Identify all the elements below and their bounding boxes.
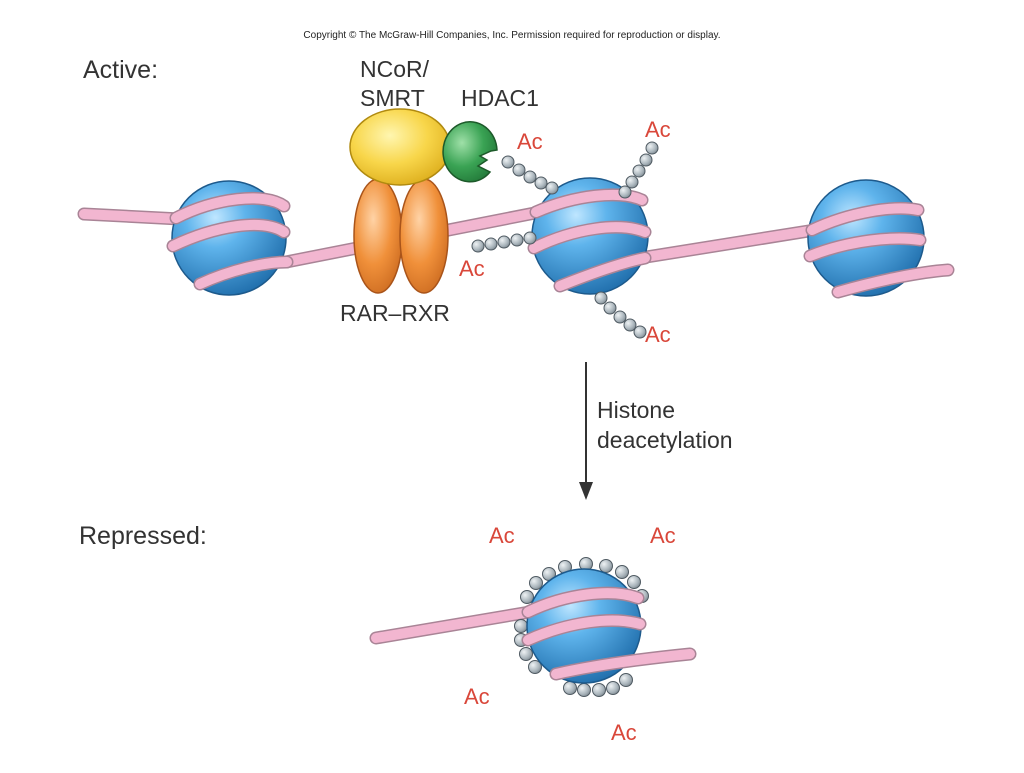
ncor-label-line1: NCoR/ xyxy=(360,56,430,82)
hdac1-enzyme xyxy=(442,121,498,183)
repressed-dna-back xyxy=(369,605,537,645)
ac-label-active-4: Ac xyxy=(645,322,671,347)
process-label-line1: Histone xyxy=(597,397,675,423)
ac-label-repressed-4: Ac xyxy=(611,720,637,745)
copyright-notice: Copyright © The McGraw-Hill Companies, I… xyxy=(303,30,721,41)
acetyl-tail-upper-left xyxy=(501,155,559,195)
ac-label-active-1: Ac xyxy=(517,129,543,154)
ac-label-repressed-3: Ac xyxy=(464,684,490,709)
hdac1-label: HDAC1 xyxy=(461,85,539,111)
ac-label-repressed-2: Ac xyxy=(650,523,676,548)
repressed-state-label: Repressed: xyxy=(79,522,207,550)
nucleosome-right xyxy=(803,179,955,299)
ac-label-repressed-1: Ac xyxy=(489,523,515,548)
acetyl-tail-lower xyxy=(594,291,647,339)
active-state-label: Active: xyxy=(83,56,159,84)
nucleosome-left xyxy=(166,180,294,296)
ac-label-active-3: Ac xyxy=(459,256,485,281)
ncor-smrt-corepressor xyxy=(349,108,451,186)
acetyl-tail-upper-right xyxy=(618,141,659,199)
deacetylation-arrow xyxy=(579,362,593,500)
repressed-acetyl-beads xyxy=(514,557,649,697)
acetyl-tail-left xyxy=(471,231,537,253)
nucleosome-center xyxy=(527,177,652,295)
ac-label-active-2: Ac xyxy=(645,117,671,142)
rar-rxr-receptor xyxy=(353,178,449,294)
rar-rxr-label: RAR–RXR xyxy=(340,300,450,326)
ncor-label-line2: SMRT xyxy=(360,85,425,111)
nucleosome-repressed xyxy=(521,568,697,684)
process-label-line2: deacetylation xyxy=(597,427,733,453)
